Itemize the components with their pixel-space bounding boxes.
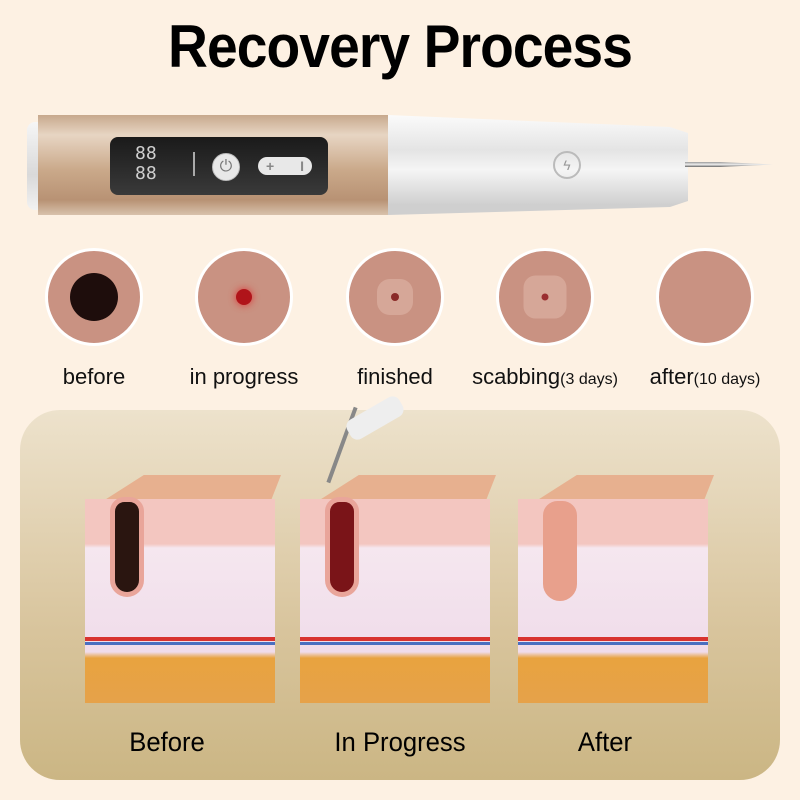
stage-label: finished (357, 364, 433, 389)
diagram-label-after: After (577, 727, 633, 757)
skin-diagram-after (518, 475, 714, 703)
healed-follicle (543, 501, 577, 601)
plasma-pen-device: 88 88 ⏻ +I ϟ (0, 0, 800, 240)
stage-label: scabbing (472, 364, 561, 389)
pen-white-body (388, 115, 688, 215)
stage-row: before in progress finished scabbing(3 d… (0, 248, 800, 390)
diagram-label-in-progress: In Progress (334, 727, 466, 757)
page-title: Recovery Process (168, 13, 633, 80)
skin-diagram-in-progress (300, 393, 496, 703)
lightning-icon: ϟ (553, 151, 581, 179)
level-adjust-button: +I (258, 157, 312, 175)
stage-duration: (10 days) (693, 371, 761, 388)
pen-needle (685, 162, 773, 167)
stage-scabbing: scabbing(3 days) (470, 248, 620, 390)
minus-icon: I (300, 158, 304, 174)
stage-label: before (62, 364, 126, 389)
power-icon: ⏻ (212, 153, 240, 181)
mole-follicle (110, 497, 144, 597)
skin-photo-finished (346, 248, 444, 346)
skin-diagram-before (85, 475, 281, 703)
stage-finished: finished (320, 248, 470, 390)
display-divider (193, 152, 195, 176)
display-digits: 88 88 (135, 143, 157, 184)
mole-follicle (325, 497, 359, 597)
stage-after: after(10 days) (630, 248, 780, 390)
skin-photo-in-progress (195, 248, 293, 346)
diagram-label-before: Before (129, 727, 205, 757)
skin-photo-scabbing (496, 248, 594, 346)
stage-label: after (649, 364, 694, 389)
stage-in-progress: in progress (169, 248, 319, 390)
skin-photo-before (45, 248, 143, 346)
stage-before: before (19, 248, 169, 390)
stage-label: in progress (189, 364, 299, 389)
skin-photo-after (656, 248, 754, 346)
stage-duration: (3 days) (560, 371, 618, 388)
plus-icon: + (266, 158, 275, 174)
